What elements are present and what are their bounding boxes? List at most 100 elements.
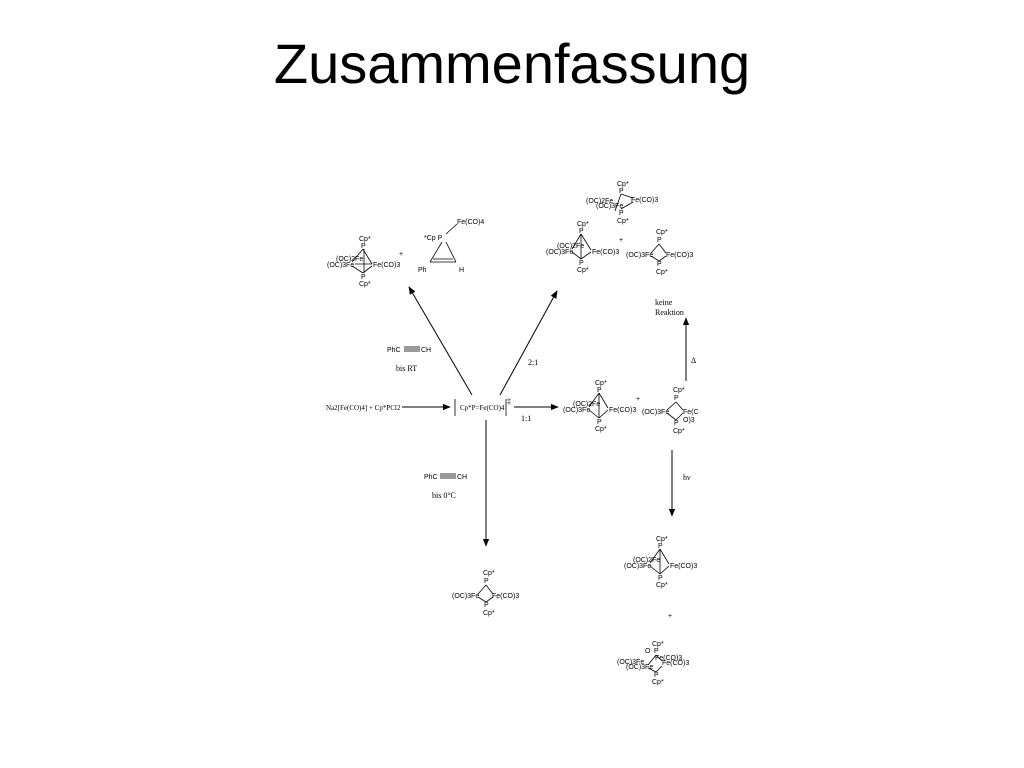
alkyne-ch-0c: CH — [457, 474, 467, 481]
svg-text:P: P — [657, 237, 662, 244]
product-top-left-cluster: Cp* P (OC)2Fe (OC)3Fe Fe(CO)3 P Cp* — [327, 236, 400, 288]
svg-text:Cp*: Cp* — [359, 236, 371, 243]
product-top-cluster: Cp* P (OC)2Fe (OC)3Fe Fe(CO)3 P Cp* — [586, 181, 658, 225]
svg-text:P: P — [674, 395, 679, 402]
svg-text:Fe(CO)3: Fe(CO)3 — [373, 262, 400, 269]
arrow-to-top-middle — [499, 290, 558, 396]
svg-text:Fe(CO)3: Fe(CO)3 — [662, 660, 689, 667]
svg-text:(OC)3Fe: (OC)3Fe — [452, 593, 479, 600]
plus-top-left: + — [399, 251, 403, 258]
condition-0c: bis 0°C — [432, 491, 456, 500]
svg-text:P: P — [619, 210, 624, 217]
svg-text:(OC)2Fe: (OC)2Fe — [633, 557, 660, 564]
plus-top-middle: + — [619, 237, 623, 244]
svg-text:*Cp P: *Cp P — [424, 235, 443, 242]
svg-text:O: O — [645, 648, 651, 655]
svg-text:P: P — [654, 648, 659, 655]
svg-text:Cp*: Cp* — [656, 269, 668, 276]
svg-text:P: P — [361, 243, 366, 250]
dagger-symbol: ‡ — [507, 397, 511, 406]
svg-text:Cp*: Cp* — [595, 426, 607, 433]
svg-text:(OC)3Fe: (OC)3Fe — [626, 664, 653, 671]
ratio-1-1: 1:1 — [521, 414, 531, 423]
no-reaction-line2: Reaktion — [655, 308, 684, 317]
svg-text:P: P — [619, 188, 624, 195]
arrow-to-top-left — [408, 286, 473, 396]
svg-text:Fe(CO)3: Fe(CO)3 — [592, 249, 619, 256]
svg-text:P: P — [361, 274, 366, 281]
svg-text:Cp*: Cp* — [577, 221, 589, 228]
product-diphosphene-complex-top: Cp* P (OC)3Fe Fe(CO)3 P Cp* — [626, 229, 693, 276]
svg-text:Ph: Ph — [418, 267, 427, 274]
svg-text:P: P — [674, 420, 679, 427]
svg-text:(OC)2Fe: (OC)2Fe — [586, 198, 613, 205]
svg-text:Fe(CO)3: Fe(CO)3 — [666, 252, 693, 259]
plus-right: + — [636, 396, 640, 403]
product-right-diphosphene: Cp* P (OC)3Fe Fe(C O)3 P Cp* — [642, 387, 699, 435]
svg-text:P: P — [597, 387, 602, 394]
svg-text:(OC)3Fe: (OC)3Fe — [563, 407, 590, 414]
svg-text:Fe(CO)3: Fe(CO)3 — [670, 563, 697, 570]
svg-text:Cp*: Cp* — [656, 536, 668, 543]
intermediate-label: Cp*P=Fe(CO)4 — [460, 404, 505, 412]
svg-text:Cp*: Cp* — [617, 218, 629, 225]
alkyne-ph-rt: PhC — [387, 347, 401, 354]
svg-text:(OC)3Fe: (OC)3Fe — [617, 659, 644, 666]
svg-text:(OC)2Fe: (OC)2Fe — [336, 256, 363, 263]
svg-text:(OC)2Fe: (OC)2Fe — [557, 243, 584, 250]
alkyne-ch-rt: CH — [421, 347, 431, 354]
svg-text:Fe(CO)3: Fe(CO)3 — [492, 593, 519, 600]
ratio-2-1: 2:1 — [528, 358, 538, 367]
page-title: Zusammenfassung — [273, 32, 751, 95]
svg-text:Fe(CO)3: Fe(CO)3 — [631, 197, 658, 204]
svg-text:P: P — [658, 543, 663, 550]
svg-text:Fe(CO)3: Fe(CO)3 — [655, 655, 682, 662]
svg-text:(OC)3Fe: (OC)3Fe — [624, 563, 651, 570]
svg-text:P: P — [597, 419, 602, 426]
svg-text:Cp*: Cp* — [673, 387, 685, 394]
svg-text:P: P — [654, 672, 659, 679]
svg-text:P: P — [484, 602, 489, 609]
product-middle-cluster: Cp* P (OC)2Fe (OC)3Fe Fe(CO)3 P Cp* — [546, 221, 619, 274]
svg-text:Fe(C: Fe(C — [683, 409, 699, 416]
product-right-cluster: Cp* P (OC)2Fe (OC)3Fe Fe(CO)3 P Cp* — [563, 380, 636, 433]
svg-text:(OC)2Fe: (OC)2Fe — [573, 401, 600, 408]
product-light-oxo-cluster: Cp* P O Fe(CO)3 (OC)3Fe (OC)3Fe Fe(CO)3 … — [617, 641, 689, 686]
svg-text:Fe(CO)3: Fe(CO)3 — [609, 407, 636, 414]
svg-text:(OC)3Fe: (OC)3Fe — [596, 203, 623, 210]
svg-text:Cp*: Cp* — [577, 267, 589, 274]
alkyne-ph-0c: PhC — [424, 474, 438, 481]
svg-text:Cp*: Cp* — [656, 582, 668, 589]
svg-text:Cp*: Cp* — [656, 229, 668, 236]
svg-text:P: P — [579, 260, 584, 267]
svg-text:Cp*: Cp* — [483, 570, 495, 577]
svg-text:O)3: O)3 — [683, 417, 695, 424]
svg-text:Fe(CO)4: Fe(CO)4 — [457, 219, 484, 226]
no-reaction-line1: keine — [655, 298, 673, 307]
plus-bottom-right: + — [668, 613, 672, 620]
condition-heat: Δ — [691, 356, 696, 365]
svg-text:P: P — [658, 575, 663, 582]
svg-text:Cp*: Cp* — [652, 679, 664, 686]
svg-text:P: P — [579, 228, 584, 235]
svg-text:(OC)3Fe: (OC)3Fe — [626, 252, 653, 259]
svg-text:Cp*: Cp* — [483, 610, 495, 617]
svg-text:(OC)3Fe: (OC)3Fe — [327, 262, 354, 269]
svg-text:P: P — [484, 578, 489, 585]
start-reagents: Na2[Fe(CO)4] + Cp*PCl2 — [326, 404, 401, 412]
product-phosphirene: Fe(CO)4 *Cp P Ph H — [418, 219, 484, 274]
condition-light: hν — [683, 473, 691, 482]
product-bottom-diphosphene: Cp* P (OC)3Fe Fe(CO)3 P Cp* — [452, 570, 519, 617]
product-light-cluster: Cp* P (OC)2Fe (OC)3Fe Fe(CO)3 P Cp* — [624, 536, 697, 589]
svg-text:Cp*: Cp* — [595, 380, 607, 387]
svg-text:(OC)3Fe: (OC)3Fe — [546, 249, 573, 256]
svg-text:Cp*: Cp* — [617, 181, 629, 188]
svg-text:H: H — [459, 267, 464, 274]
svg-text:Cp*: Cp* — [673, 428, 685, 435]
svg-text:Cp*: Cp* — [359, 281, 371, 288]
svg-text:Cp*: Cp* — [652, 641, 664, 648]
svg-text:(OC)3Fe: (OC)3Fe — [642, 409, 669, 416]
condition-rt: bis RT — [396, 364, 417, 373]
svg-text:P: P — [657, 261, 662, 268]
